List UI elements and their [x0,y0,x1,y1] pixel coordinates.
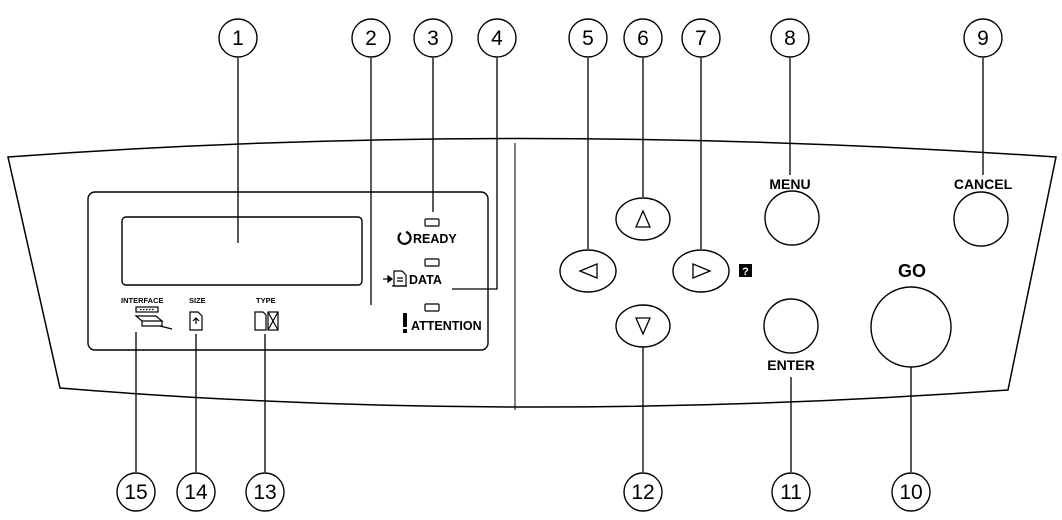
size-page-icon [189,311,203,331]
attention-exclamation-icon [403,313,407,333]
menu-button[interactable] [764,190,820,246]
callout-14-number: 14 [184,481,208,504]
up-arrow-button[interactable] [615,197,671,241]
go-button[interactable] [870,286,952,368]
data-led [424,258,440,267]
leader-lines [135,58,984,472]
lcd-screen [121,216,363,286]
enter-label: ENTER [767,357,814,373]
cancel-label: CANCEL [954,176,1013,192]
right-arrow-icon [692,263,712,279]
callout-5-number: 5 [582,27,594,50]
callout-3-number: 3 [427,27,439,50]
callout-12-number: 12 [631,481,654,504]
callout-3: 3 [413,18,453,58]
down-arrow-button[interactable] [615,304,671,348]
callout-8: 8 [770,18,810,58]
callout-1: 1 [218,18,258,58]
data-label: DATA [409,273,442,287]
attention-led [424,303,440,312]
ready-power-icon [397,230,412,245]
help-icon: ? [739,264,752,278]
callout-13-number: 13 [253,481,276,504]
callout-7: 7 [681,18,721,58]
callout-4: 4 [477,18,517,58]
callout-10: 10 [891,472,931,512]
callout-6-number: 6 [637,27,649,50]
left-arrow-button[interactable] [559,249,617,293]
enter-button[interactable] [763,298,819,354]
panel-body [7,137,1057,410]
callout-15-number: 15 [124,481,147,504]
up-arrow-icon [635,209,651,228]
callout-2-number: 2 [365,27,377,50]
callout-7-number: 7 [695,27,707,50]
ready-label: READY [413,232,457,246]
callout-9: 9 [963,18,1003,58]
interface-label: INTERFACE [121,296,164,305]
callout-2: 2 [351,18,391,58]
callout-15: 15 [116,472,156,512]
callout-9-number: 9 [977,27,989,50]
ready-led [424,218,440,227]
go-label: GO [898,261,926,281]
left-arrow-icon [578,263,598,279]
callout-11-number: 11 [780,481,802,504]
callout-14: 14 [176,472,216,512]
right-arrow-button[interactable] [672,249,730,293]
callout-4-number: 4 [491,27,503,50]
data-document-icon [383,270,407,287]
callout-8-number: 8 [784,27,796,50]
callout-10-number: 10 [899,481,922,504]
type-label: TYPE [256,296,276,305]
attention-label: ATTENTION [411,319,482,333]
size-label: SIZE [189,296,206,305]
display-bezel [87,191,489,351]
callout-12: 12 [623,472,663,512]
menu-label: MENU [769,176,810,192]
type-media-icon [254,311,279,331]
interface-connector-icon [134,306,173,330]
callout-13: 13 [245,472,285,512]
cancel-button[interactable] [953,191,1009,247]
callout-5: 5 [568,18,608,58]
callout-11: 11 [771,472,811,512]
callout-6: 6 [623,18,663,58]
callout-1-number: 1 [232,27,244,50]
down-arrow-icon [635,317,651,336]
help-glyph: ? [742,266,749,278]
